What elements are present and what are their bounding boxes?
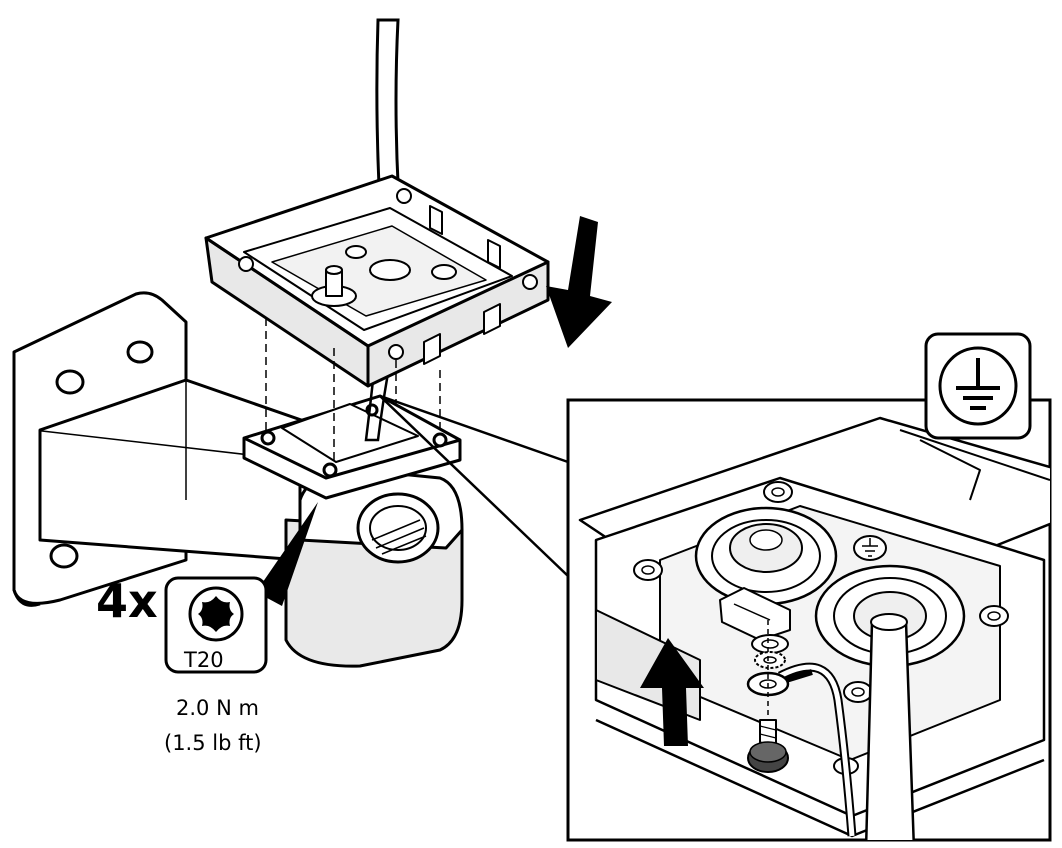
torque-imperial-label: (1.5 lb ft) <box>164 731 262 755</box>
torx-callout <box>164 576 268 674</box>
arrow-down-icon <box>546 216 612 348</box>
detail-pointer-lines <box>379 394 569 577</box>
ground-screw <box>747 719 789 773</box>
wall-bracket <box>12 291 332 607</box>
arrow-up-icon <box>640 638 704 746</box>
torx-pointer <box>256 502 318 606</box>
torque-metric-label: 2.0 N m <box>176 696 259 720</box>
quantity-label: 4x <box>96 574 158 628</box>
torx-bit-label: T20 <box>184 648 224 672</box>
detail-view <box>566 398 1052 842</box>
swivel-housing <box>284 468 464 668</box>
connection-box <box>204 174 550 388</box>
protective-earth-icon <box>924 332 1032 440</box>
alignment-lines <box>265 318 441 462</box>
torx-bit-icon <box>188 586 244 642</box>
